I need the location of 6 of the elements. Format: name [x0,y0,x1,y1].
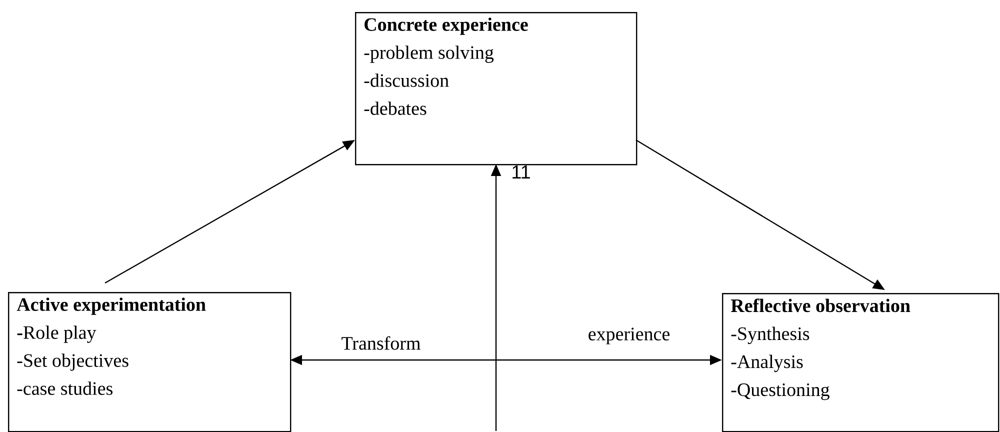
text-box: Reflective observation -Synthesis -Analysis -Questioning [722,292,1000,432]
label: experience [588,328,670,344]
text-box: Concrete experience -problem solving -discussion -debates [355,12,638,166]
label: 11 [512,165,530,179]
text-box: Active experimentation -Role play -Set objectives -case studies [8,292,292,432]
label: Transform [342,336,420,350]
